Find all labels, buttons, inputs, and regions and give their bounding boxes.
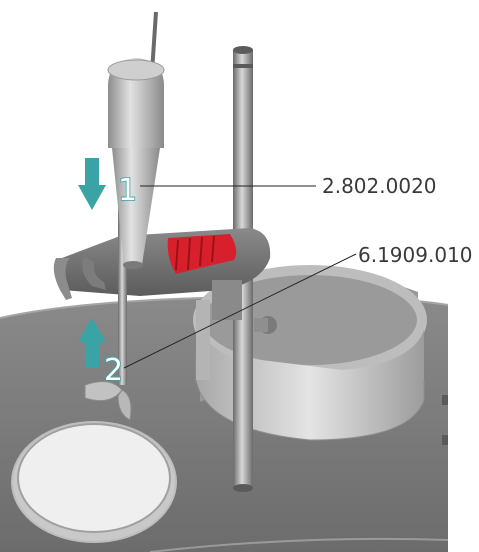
red-grip — [167, 234, 237, 274]
step-number-2: 2 — [104, 353, 123, 388]
part-number-label-2: 6.1909.010 — [358, 243, 473, 267]
part-number-label-1: 2.802.0020 — [322, 174, 437, 198]
stirrer — [84, 205, 132, 421]
step-number-1: 1 — [118, 173, 137, 208]
beaker-dish — [11, 421, 177, 543]
motor-head — [107, 11, 165, 269]
up-arrow-icon — [78, 318, 106, 368]
down-arrow-icon — [78, 158, 106, 210]
leader-line-2 — [123, 253, 357, 369]
